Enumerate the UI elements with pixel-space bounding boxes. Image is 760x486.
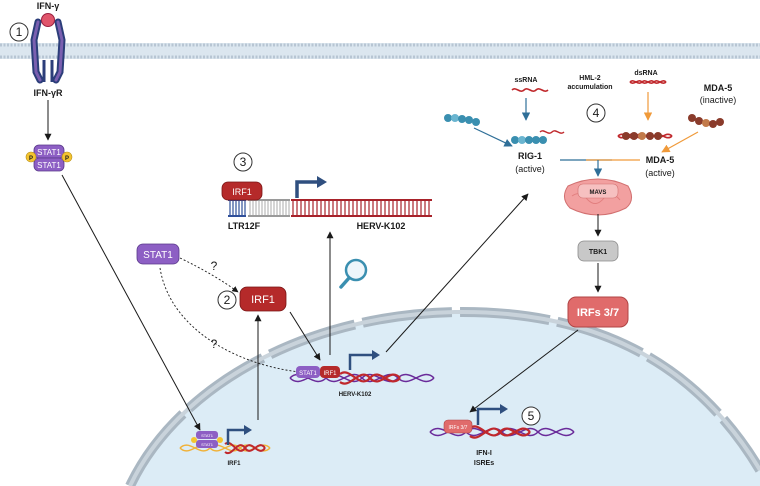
svg-text:STAT1: STAT1 [201, 433, 214, 438]
stat1-dimer: STAT1 STAT1 P P [25, 144, 73, 172]
ifn-gamma-receptor [30, 18, 66, 84]
ifn1-isre-dna: IRFs 3/7 [429, 404, 575, 439]
step-3-marker [233, 152, 253, 172]
ltr-tss-arrow [295, 180, 318, 198]
arrow-mda5-activation [661, 131, 699, 153]
mavs-label: MAVS [590, 190, 607, 196]
mda5-inactive-state: (inactive) [700, 95, 737, 105]
ltr12f-label: LTR12F [228, 221, 261, 231]
irf1-gene-dna: STAT1 STAT1 [179, 425, 271, 455]
irf1-gene-label: IRF1 [227, 461, 241, 467]
mda5-active-state: (active) [645, 168, 675, 178]
dashed-arrow-stat1-to-irf1 [179, 257, 239, 293]
step-2-marker [217, 290, 237, 310]
ssrna-label: ssRNA [515, 77, 538, 84]
irfs37-bound-label: IRFs 3/7 [449, 425, 468, 431]
dsrna-label: dsRNA [634, 70, 657, 77]
arrow-irfs-to-ifn [469, 329, 579, 413]
svg-text:P: P [29, 156, 33, 162]
irfs37-protein [567, 296, 629, 328]
stat1-monomer [136, 243, 180, 265]
svg-text:2: 2 [224, 293, 231, 307]
mavs-mitochondrion: MAVS [564, 178, 632, 216]
irfs37-label: IRFs 3/7 [577, 307, 619, 319]
svg-text:STAT1: STAT1 [201, 442, 214, 447]
arrow-stat1-to-irf1-gene [61, 174, 201, 431]
stat1-dimer-bottom-label: STAT1 [37, 161, 61, 170]
herv-k102-locus-dna: STAT1 IRF1 [289, 350, 435, 385]
herv-k102-label: HERV-K102 [357, 221, 406, 231]
dsrna-strand-b [629, 80, 667, 84]
ifn-gamma-ligand [41, 13, 55, 27]
isres-label: ISREs [474, 460, 494, 467]
step-5-marker [521, 406, 541, 426]
plasma-membrane [0, 43, 760, 59]
svg-text:5: 5 [528, 409, 535, 423]
irf1-protein [239, 286, 287, 312]
arrow-herv-to-rig1 [385, 193, 529, 353]
rig1-active-complex [511, 130, 565, 144]
mda5-active-label: MDA-5 [646, 155, 675, 165]
hml2-label-line2: accumulation [567, 84, 612, 91]
ifn-tss-arrow [476, 407, 500, 425]
irf1-bound-ltr [221, 181, 263, 201]
question-mark-upper: ? [211, 259, 218, 273]
rig1-label: RIG-1 [518, 151, 542, 161]
step-4-marker [586, 103, 606, 123]
stat1-dimer-top-label: STAT1 [37, 148, 61, 157]
tbk1-protein [577, 240, 619, 262]
ssrna-strand [511, 88, 549, 92]
ltr12f-herv-construct [228, 176, 432, 217]
question-mark-lower: ? [211, 337, 218, 351]
svg-text:P: P [65, 156, 69, 162]
svg-text:3: 3 [240, 155, 247, 169]
magnifier-icon [339, 258, 368, 289]
step-1-marker [9, 22, 29, 42]
irf1-tss-arrow [226, 428, 244, 445]
ifn-gamma-r-label: IFN-γR [34, 88, 64, 98]
herv-k102-nucleus-label: HERV-K102 [339, 392, 372, 398]
arrow-rig1-activation [473, 127, 513, 147]
nucleus [125, 306, 760, 486]
stat1-monomer-label: STAT1 [143, 250, 173, 261]
irf1-dock-label: IRF1 [323, 371, 337, 377]
phospho-right [61, 151, 73, 163]
stat1-dock-label: STAT1 [299, 371, 317, 377]
rig1-inactive-protein [444, 114, 480, 126]
step-1-number: 1 [16, 25, 23, 39]
dashed-arrow-stat1-to-herv [159, 267, 311, 376]
mda5-inactive-name: MDA-5 [704, 83, 733, 93]
mda5-active-complex [617, 132, 673, 140]
tbk1-label: TBK1 [589, 249, 607, 256]
ifn1-label: IFN-I [476, 450, 492, 457]
hml2-label-line1: HML-2 [579, 75, 600, 82]
herv-tss-arrow [348, 353, 372, 370]
phospho-left [25, 151, 37, 163]
rig1-state: (active) [515, 164, 545, 174]
svg-text:4: 4 [593, 106, 600, 120]
irf1-protein-label: IRF1 [251, 294, 275, 306]
arrow-irf1-to-herv-locus [289, 311, 321, 361]
irf1-bound-label: IRF1 [232, 187, 252, 197]
mda5-inactive-protein [688, 114, 724, 128]
ifn-gamma-label: IFN-γ [37, 1, 60, 11]
